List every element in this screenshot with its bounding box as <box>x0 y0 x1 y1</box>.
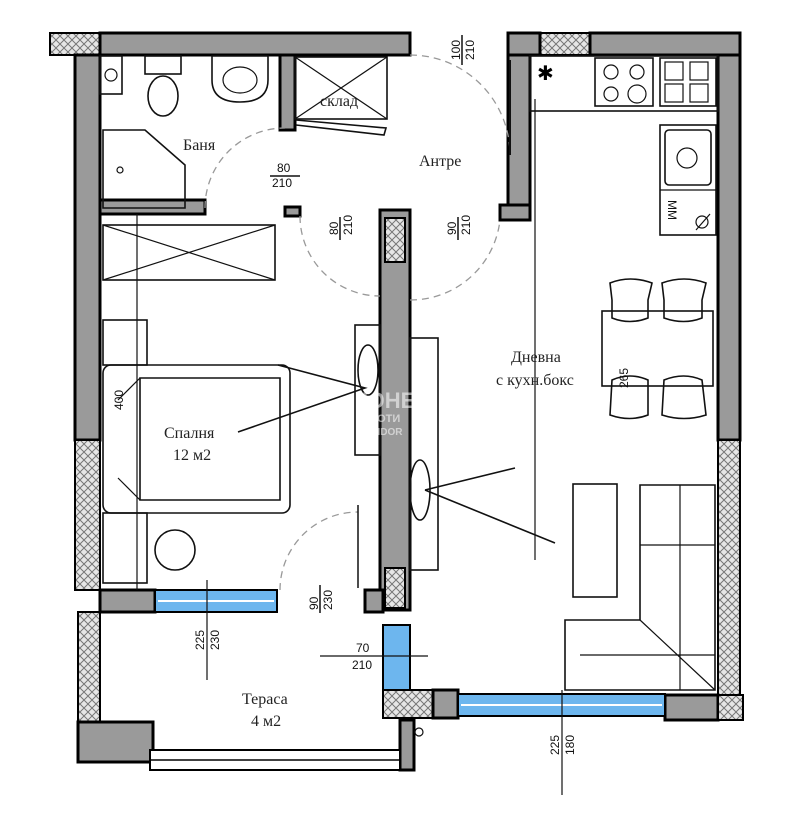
room-label-storage: склад <box>320 93 358 110</box>
bed-width-label: 400 <box>112 390 126 410</box>
bathroom-door-height: 210 <box>272 176 292 190</box>
svg-text:ЮНЕ: ЮНЕ <box>362 388 415 413</box>
dimension-labels: 100 210 80 210 80 210 90 210 90 230 225 … <box>193 40 577 755</box>
living-window-sill: 225 <box>548 735 562 755</box>
bedroom-terrace-door-width: 90 <box>307 596 321 610</box>
bedroom-furniture: 400 <box>102 224 556 584</box>
dishwasher-label: MM <box>665 200 679 220</box>
living-door-height: 210 <box>459 215 473 235</box>
bedroom-window-height: 230 <box>208 630 222 650</box>
room-label-bedroom: Спалня <box>164 425 215 442</box>
bathroom-fixtures <box>99 55 388 209</box>
room-label-terrace: Тераса <box>242 691 288 708</box>
living-window-height: 180 <box>563 735 577 755</box>
dimension-lines <box>136 35 563 795</box>
room-label-hallway: Антре <box>419 153 461 170</box>
windows <box>149 589 666 771</box>
bedroom-window-sill: 225 <box>193 630 207 650</box>
terrace-door-glass <box>382 624 411 691</box>
svg-text:CONDOR: CONDOR <box>358 427 403 438</box>
terrace-door-height: 210 <box>352 658 372 672</box>
room-labels: Баня склад Антре Дневна с кухн.бокс Спал… <box>164 93 574 730</box>
room-label-living: Дневна <box>511 349 561 366</box>
bedroom-terrace-door-height: 230 <box>321 590 335 610</box>
living-door-width: 90 <box>445 221 459 235</box>
bedroom-door-width: 80 <box>327 221 341 235</box>
door-swings <box>204 54 511 591</box>
fridge-icon: ✱ <box>537 61 554 85</box>
walls <box>49 31 744 772</box>
kitchen-furniture: ✱ MM 265 <box>529 55 719 691</box>
entrance-door-height: 210 <box>463 40 477 60</box>
table-dim-label: 265 <box>617 368 631 388</box>
bathroom-door-width: 80 <box>277 161 291 175</box>
bedroom-door-height: 210 <box>341 215 355 235</box>
room-label-living-sub: с кухн.бокс <box>496 372 574 389</box>
svg-text:ИМОТИ: ИМОТИ <box>360 413 400 425</box>
entrance-door-width: 100 <box>449 40 463 60</box>
room-label-bathroom: Баня <box>183 137 216 154</box>
room-area-terrace: 4 м2 <box>251 713 281 730</box>
room-area-bedroom: 12 м2 <box>173 447 211 464</box>
terrace-door-width: 70 <box>356 641 370 655</box>
watermark: ЮНЕ ИМОТИ CONDOR <box>358 388 415 438</box>
